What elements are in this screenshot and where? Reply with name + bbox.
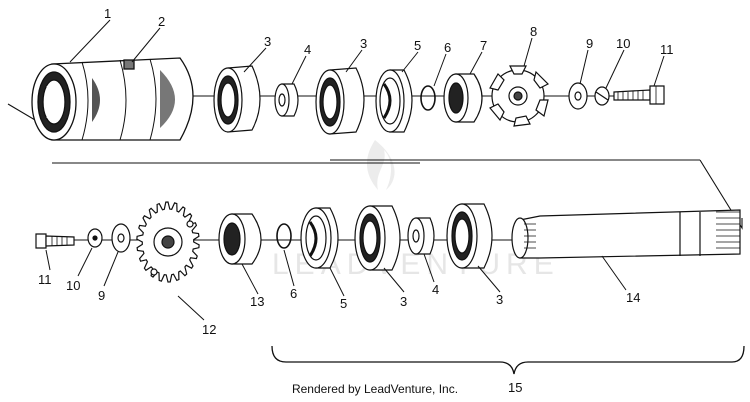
callout-9a: 9 xyxy=(586,36,593,51)
callout-13: 13 xyxy=(250,294,264,309)
bearing-upper-1 xyxy=(213,65,261,133)
bolt-upper xyxy=(613,85,665,105)
callout-8: 8 xyxy=(530,24,537,39)
oring-lower xyxy=(276,223,292,249)
seal-lower xyxy=(300,207,339,269)
callout-3b: 3 xyxy=(360,36,367,51)
oring-upper xyxy=(420,85,436,111)
seal-upper xyxy=(375,69,413,133)
callout-5b: 5 xyxy=(340,296,347,311)
assembly-bracket xyxy=(271,345,745,375)
callout-12: 12 xyxy=(202,322,216,337)
bolt-lower xyxy=(35,233,75,249)
hub-housing xyxy=(31,57,194,141)
callout-10b: 10 xyxy=(66,278,80,293)
washer-upper xyxy=(568,82,588,110)
collar-upper xyxy=(443,73,483,123)
callout-6a: 6 xyxy=(444,40,451,55)
callouts: 1 2 3 4 3 5 6 7 8 9 10 11 11 10 9 12 13 … xyxy=(38,6,674,395)
small-sprocket xyxy=(489,65,550,127)
bearing-lower-1 xyxy=(354,205,401,271)
callout-3d: 3 xyxy=(496,292,503,307)
collar-lower xyxy=(218,213,262,265)
callout-4a: 4 xyxy=(304,42,311,57)
large-sprocket xyxy=(136,201,200,283)
lock-washer-lower xyxy=(87,228,103,248)
callout-9b: 9 xyxy=(98,288,105,303)
washer-lower xyxy=(111,223,131,253)
callout-5a: 5 xyxy=(414,38,421,53)
callout-3a: 3 xyxy=(264,34,271,49)
callout-15: 15 xyxy=(508,380,522,395)
render-credit: Rendered by LeadVenture, Inc. xyxy=(291,382,459,396)
callout-7: 7 xyxy=(480,38,487,53)
callout-3c: 3 xyxy=(400,294,407,309)
spacer-lower xyxy=(407,217,435,255)
bearing-upper-2 xyxy=(315,67,365,135)
callout-11a: 11 xyxy=(660,42,674,57)
callout-14: 14 xyxy=(626,290,640,305)
callout-6b: 6 xyxy=(290,286,297,301)
callout-4b: 4 xyxy=(432,282,439,297)
callout-2: 2 xyxy=(158,14,165,29)
spacer-upper xyxy=(274,83,299,117)
bearing-lower-2 xyxy=(446,203,493,269)
callout-10a: 10 xyxy=(616,36,630,51)
lock-washer-upper xyxy=(594,86,610,106)
leader-lines xyxy=(45,19,665,321)
callout-11b: 11 xyxy=(38,272,52,287)
drive-shaft xyxy=(511,209,741,259)
callout-1: 1 xyxy=(104,6,111,21)
